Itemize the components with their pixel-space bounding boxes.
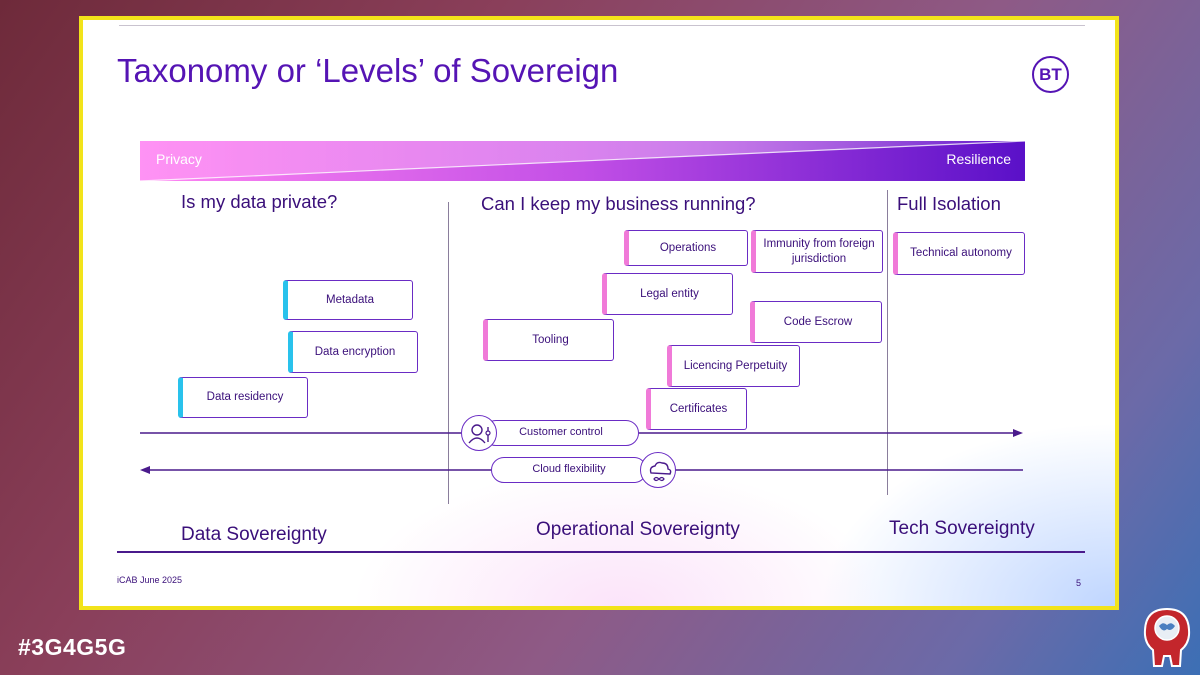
hashtag-overlay: #3G4G5G	[18, 634, 127, 660]
divider-data-operational	[448, 202, 449, 504]
box-metadata: Metadata	[283, 280, 413, 320]
question-business-running: Can I keep my business running?	[481, 193, 756, 214]
customer-control-label: Customer control	[519, 426, 603, 438]
band-label-resilience: Resilience	[946, 151, 1011, 167]
question-full-isolation: Full Isolation	[897, 193, 1001, 214]
privacy-resilience-band: Privacy Resilience	[140, 139, 1025, 183]
divider-operational-tech	[887, 190, 888, 495]
globe-head-logo-icon	[1140, 606, 1194, 675]
pill-customer-control: Customer control	[483, 420, 639, 446]
box-operations: Operations	[624, 230, 748, 266]
box-data-residency: Data residency	[178, 377, 308, 418]
box-licencing-perpetuity: Licencing Perpetuity	[667, 345, 800, 387]
page-number: 5	[1076, 578, 1082, 588]
box-technical-autonomy: Technical autonomy	[893, 232, 1025, 275]
slide-title: Taxonomy or ‘Levels’ of Sovereign	[117, 52, 619, 89]
band-label-privacy: Privacy	[156, 151, 202, 167]
top-divider	[119, 25, 1085, 26]
box-code-escrow: Code Escrow	[750, 301, 882, 343]
box-legal-entity: Legal entity	[602, 273, 733, 315]
cloud-infinity-icon	[640, 452, 676, 488]
box-data-encryption: Data encryption	[288, 331, 418, 373]
pill-cloud-flexibility: Cloud flexibility	[491, 457, 647, 483]
label-operational-sovereignty: Operational Sovereignty	[536, 519, 740, 540]
bt-logo: BT	[1032, 56, 1069, 93]
label-data-sovereignty: Data Sovereignty	[181, 524, 327, 545]
box-tooling: Tooling	[483, 319, 614, 361]
footer-text: iCAB June 2025	[117, 575, 183, 585]
slide: Taxonomy or ‘Levels’ of Sovereign BT	[83, 20, 1115, 606]
band-graphic	[140, 140, 1025, 182]
label-tech-sovereignty: Tech Sovereignty	[889, 518, 1035, 539]
question-data-private: Is my data private?	[181, 191, 338, 212]
person-control-icon	[461, 415, 497, 451]
bottom-divider	[117, 551, 1085, 553]
cloud-flexibility-label: Cloud flexibility	[532, 463, 606, 475]
box-certificates: Certificates	[646, 388, 747, 430]
slide-frame: Taxonomy or ‘Levels’ of Sovereign BT	[79, 16, 1119, 610]
box-immunity-foreign-jurisdiction: Immunity from foreign jurisdiction	[751, 230, 883, 273]
